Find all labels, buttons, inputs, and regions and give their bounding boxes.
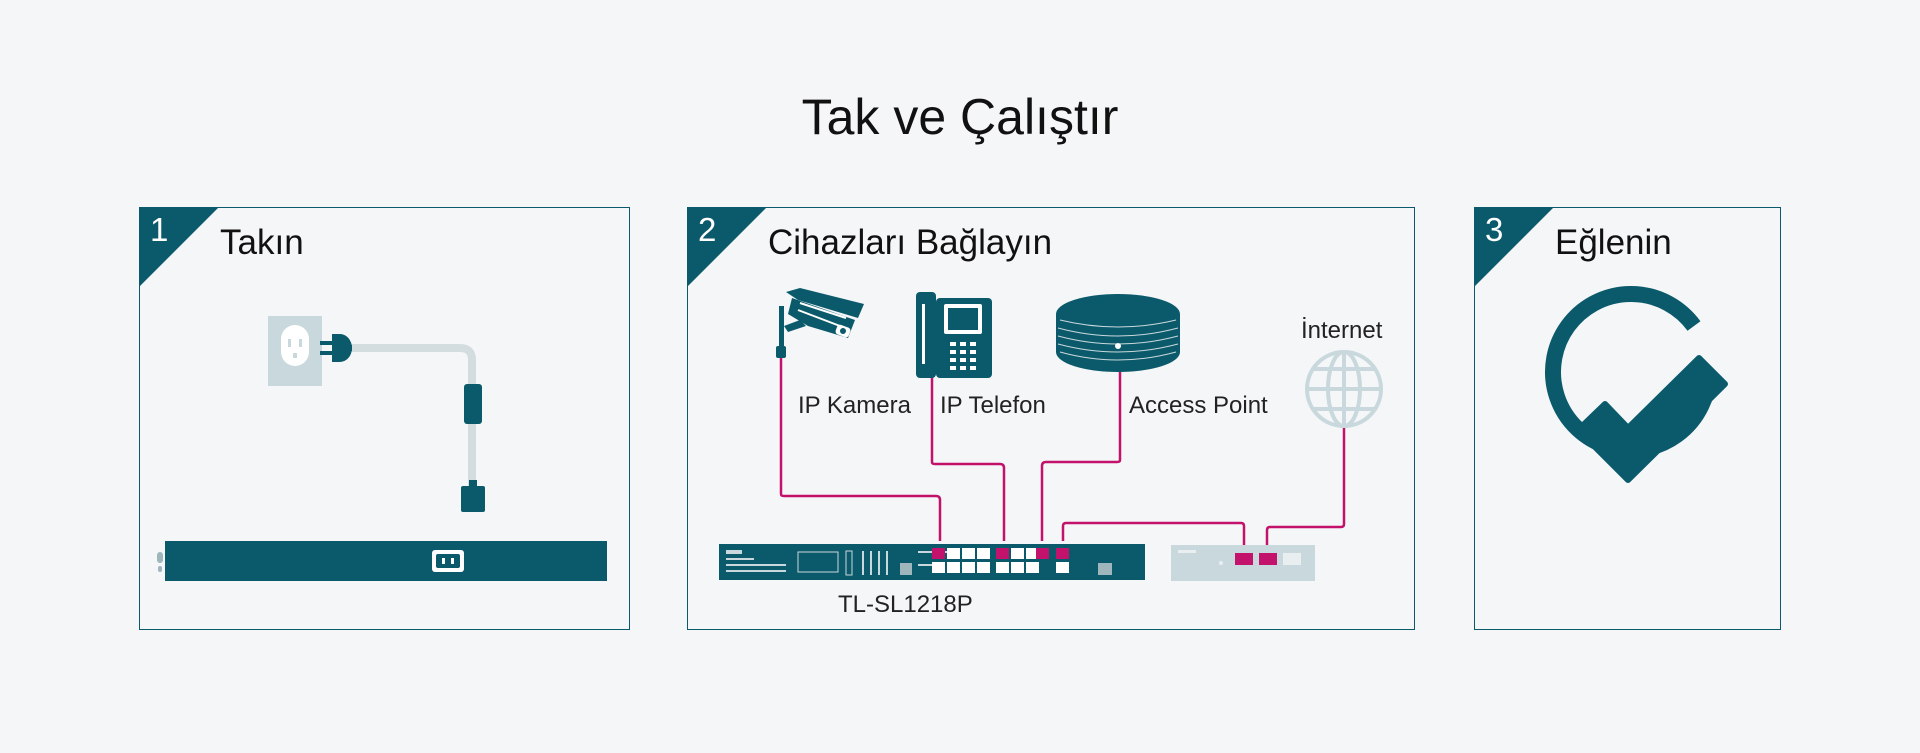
ip-camera-label: IP Kamera: [798, 392, 912, 419]
wall-outlet-icon: [268, 316, 322, 386]
internet-label: İnternet: [1301, 317, 1383, 344]
step-heading: Cihazları Bağlayın: [768, 223, 1053, 262]
step-panel-enjoy: 3 Eğlenin: [1474, 207, 1781, 630]
power-cable-icon: [320, 334, 485, 512]
network-cables: [779, 330, 1346, 546]
connect-devices-illustration: IP Kamera IP Telefon Access Point İntern…: [719, 288, 1383, 618]
step-panel-plug-in: 1 Takın: [139, 207, 630, 630]
access-point-label: Access Point: [1129, 392, 1268, 419]
step-heading: Takın: [220, 223, 304, 262]
step-panel-connect-devices: 2 Cihazları Bağlayın: [687, 207, 1415, 630]
globe-icon: [1305, 350, 1383, 428]
switch-model-label: TL-SL1218P: [838, 591, 973, 618]
switch-rear-panel: [157, 541, 607, 581]
poe-switch: [719, 544, 1145, 580]
ip-phone-icon: [916, 292, 992, 378]
ip-camera-icon: [776, 288, 864, 358]
step-number: 2: [698, 211, 717, 248]
checkmark-circle-icon: [1545, 285, 1728, 483]
page-title: Tak ve Çalıştır: [801, 89, 1119, 145]
access-point-icon: [1056, 294, 1180, 372]
step-number: 3: [1485, 211, 1504, 248]
router-icon: [1171, 545, 1315, 581]
success-illustration: [1545, 285, 1728, 483]
step-number: 1: [150, 211, 169, 248]
switch-ports: [932, 548, 1069, 573]
step-heading: Eğlenin: [1555, 223, 1672, 262]
ip-phone-label: IP Telefon: [940, 392, 1046, 419]
plug-in-illustration: [157, 316, 607, 581]
